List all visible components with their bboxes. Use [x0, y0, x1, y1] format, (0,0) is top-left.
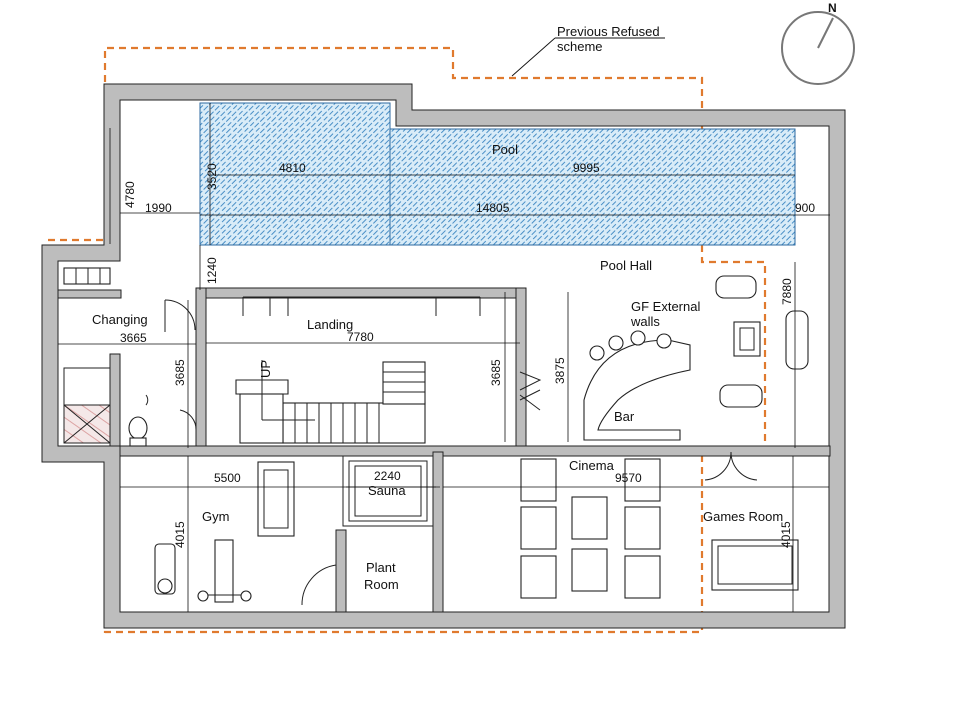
dim-3685-right: 3685 — [489, 359, 503, 386]
room-bar: Bar — [614, 409, 635, 424]
room-landing: Landing — [307, 317, 353, 332]
room-plant-2: Room — [364, 577, 399, 592]
dim-3875: 3875 — [553, 357, 567, 384]
pool — [199, 102, 391, 246]
dim-1240: 1240 — [205, 257, 219, 284]
annotation-line-2: scheme — [557, 39, 603, 54]
cinema-seats — [520, 458, 661, 599]
dim-4810: 4810 — [279, 161, 306, 175]
previous-refused-outline — [103, 46, 767, 635]
dim-5500: 5500 — [214, 471, 241, 485]
pool-table — [711, 539, 799, 591]
annotation-line-1: Previous Refused — [557, 24, 660, 39]
gym-machine — [154, 539, 252, 603]
room-changing: Changing — [92, 312, 148, 327]
room-pool-hall: Pool Hall — [600, 258, 652, 273]
dim-9570: 9570 — [615, 471, 642, 485]
north-letter: N — [828, 1, 837, 15]
dim-4015-games: 4015 — [779, 521, 793, 548]
room-gf-external-1: GF External — [631, 299, 700, 314]
dim-3665: 3665 — [120, 331, 147, 345]
dim-2240: 2240 — [374, 469, 401, 483]
north-compass: N — [781, 1, 855, 85]
dim-7880: 7880 — [780, 278, 794, 305]
dim-4015-gym: 4015 — [173, 521, 187, 548]
dim-1990: 1990 — [145, 201, 172, 215]
room-gf-external-2: walls — [630, 314, 660, 329]
room-cinema: Cinema — [569, 458, 615, 473]
room-plant-1: Plant — [366, 560, 396, 575]
sauna — [342, 455, 434, 527]
dim-3685-left: 3685 — [173, 359, 187, 386]
dim-14805: 14805 — [476, 201, 510, 215]
dim-7780: 7780 — [347, 330, 374, 344]
dim-4780: 4780 — [123, 181, 137, 208]
room-sauna: Sauna — [368, 483, 406, 498]
room-games: Games Room — [703, 509, 783, 524]
room-pool: Pool — [492, 142, 518, 157]
staircase — [282, 402, 426, 444]
external-wall — [41, 83, 846, 629]
toilet — [128, 416, 148, 440]
dim-900: 900 — [795, 201, 815, 215]
dim-9995: 9995 — [573, 161, 600, 175]
bar-counter — [583, 339, 691, 441]
dim-3520: 3520 — [205, 163, 219, 190]
treadmill — [257, 461, 295, 537]
room-gym: Gym — [202, 509, 229, 524]
stair-up-label: UP — [258, 360, 273, 378]
